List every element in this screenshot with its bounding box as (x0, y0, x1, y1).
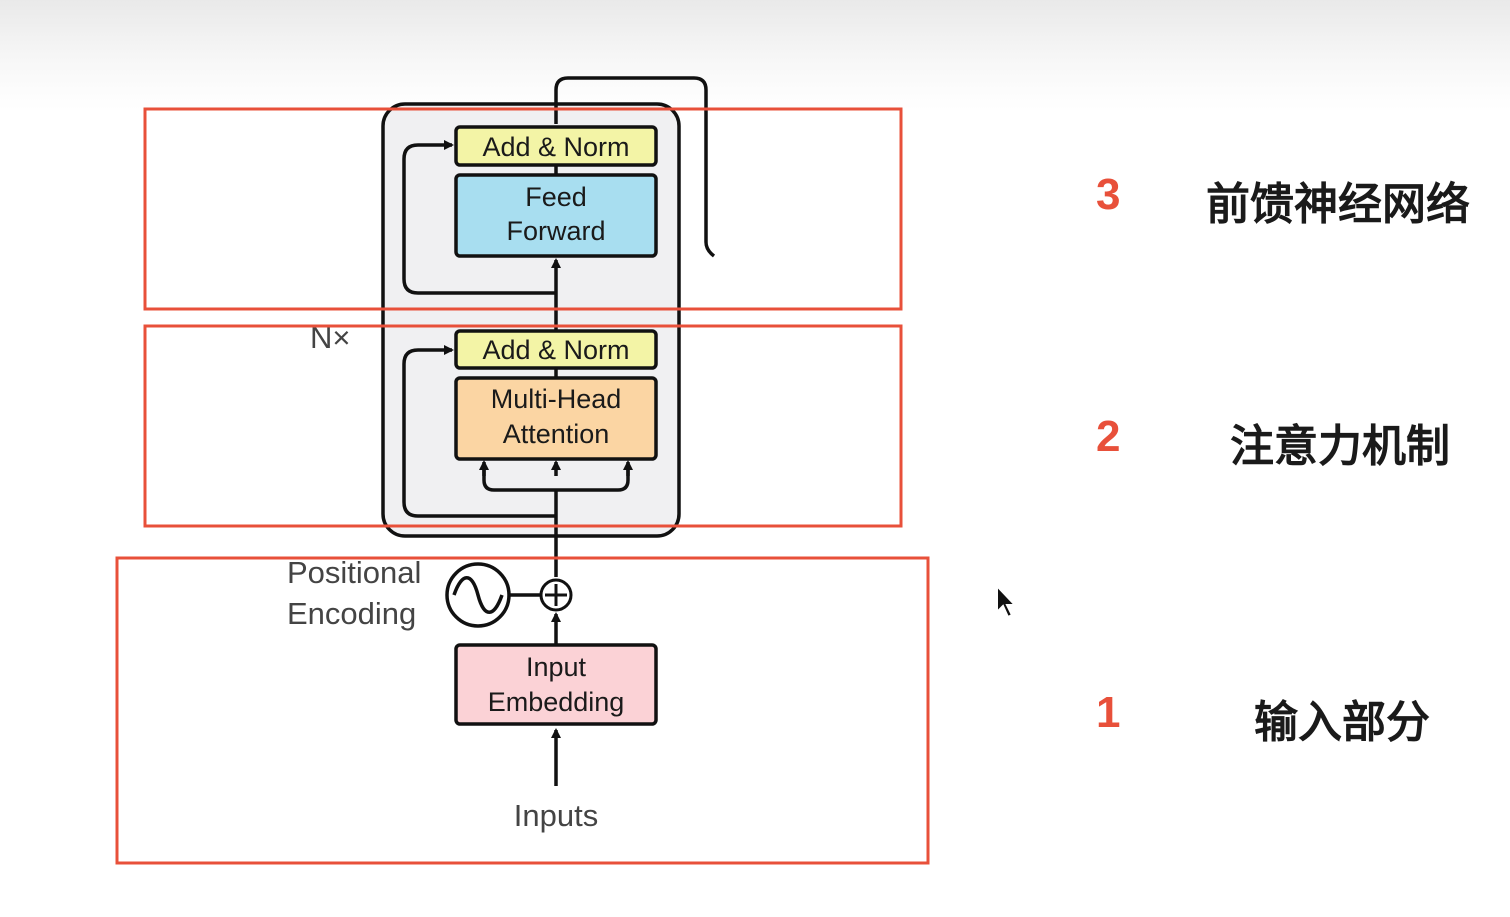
residual-connection-attention (402, 345, 556, 518)
section-number-feed-forward: 3 (1096, 170, 1121, 219)
feed-forward-label-line2: Forward (506, 216, 605, 246)
section-label-attention: 注意力机制 (1230, 421, 1450, 472)
residual-connection-ffn (402, 140, 556, 295)
highlight-box-attention (143, 324, 903, 528)
add-norm-block-mid (454, 329, 658, 370)
multi-head-attention-block (454, 376, 658, 461)
add-norm-mid-label: Add & Norm (482, 335, 629, 365)
attention-label-line1: Multi-Head (491, 384, 622, 414)
attention-input-branches (482, 466, 630, 492)
attention-label-line2: Attention (503, 419, 610, 449)
plus-circle-icon (539, 578, 573, 612)
section-number-input: 1 (1096, 688, 1121, 737)
inputs-label: Inputs (514, 798, 598, 833)
positional-label-line1: Positional (287, 555, 421, 590)
sine-wave-icon (445, 562, 511, 628)
positional-label-line2: Encoding (287, 596, 416, 631)
mouse-cursor-icon (996, 584, 1018, 619)
output-connector (554, 76, 716, 258)
add-norm-top-label: Add & Norm (482, 132, 629, 162)
input-embedding-block (454, 643, 658, 726)
feed-forward-block (454, 173, 658, 258)
highlight-box-feed-forward (143, 107, 903, 311)
section-number-attention: 2 (1096, 412, 1121, 461)
section-label-feed-forward: 前馈神经网络 (1206, 179, 1470, 230)
highlight-box-input (115, 556, 930, 865)
embedding-label-line2: Embedding (488, 687, 625, 717)
section-label-input: 输入部分 (1254, 697, 1430, 748)
embedding-label-line1: Input (526, 652, 587, 682)
encoder-stack (381, 102, 681, 538)
feed-forward-label-line1: Feed (525, 182, 587, 212)
add-norm-block-top (454, 125, 658, 167)
